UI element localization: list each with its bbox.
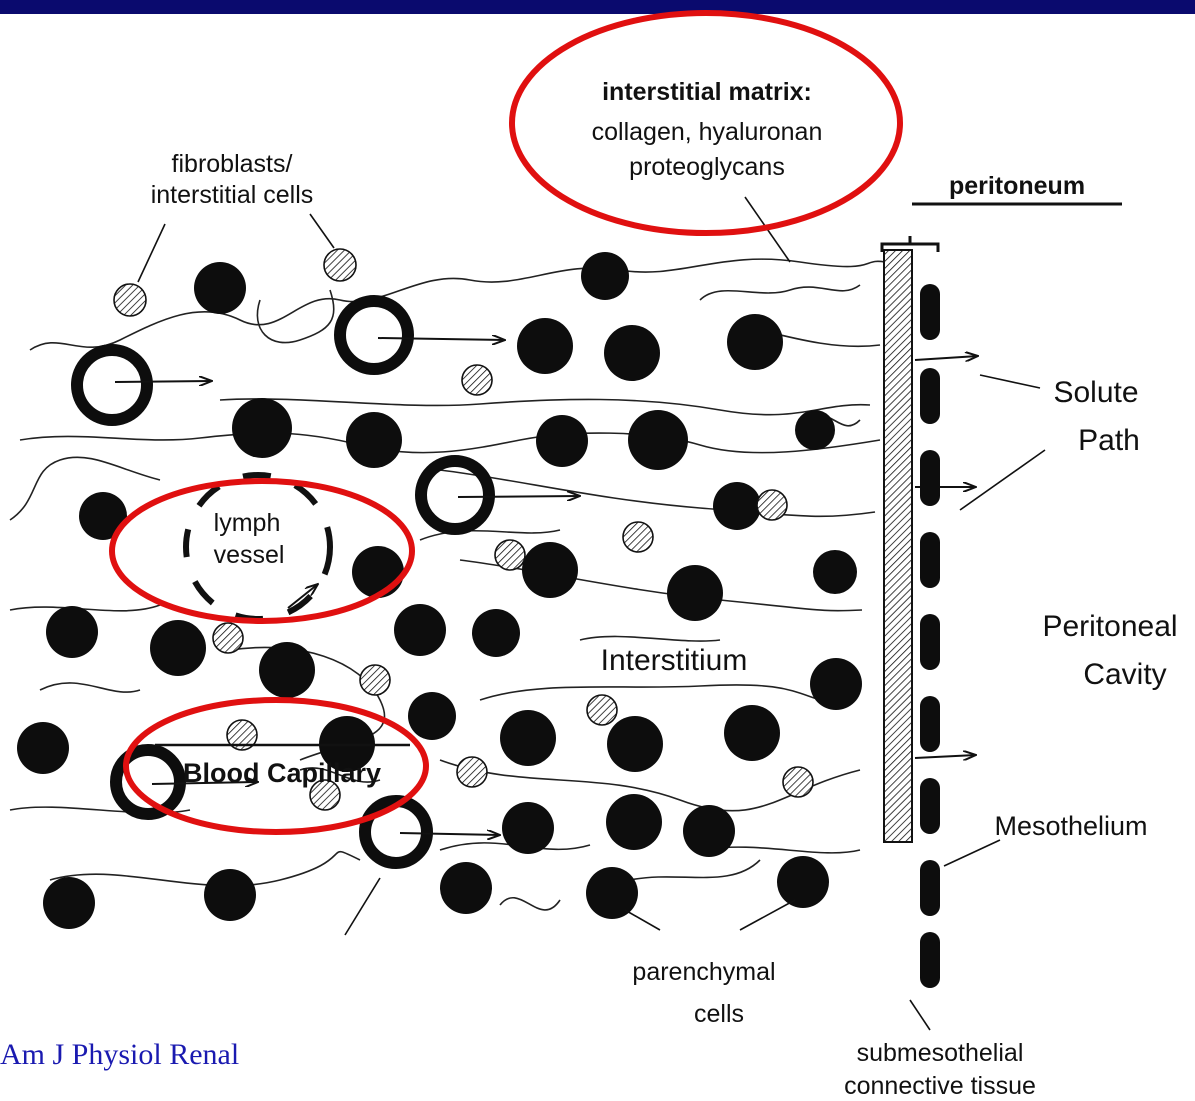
fibroblasts-label-line1: fibroblasts/ xyxy=(172,150,293,178)
peritoneum-label: peritoneum xyxy=(949,172,1085,200)
mesothelium-cells xyxy=(920,284,940,988)
lymph-vessel-label-line1: lymph xyxy=(214,509,281,537)
matrix-label-line2: collagen, hyaluronan xyxy=(592,118,823,146)
lymph-vessel-label-line2: vessel xyxy=(214,541,285,569)
parenchymal-cells xyxy=(17,252,862,929)
parenchymal-cells-label-line1: parenchymal xyxy=(632,958,775,986)
fibroblasts-label-line2: interstitial cells xyxy=(151,181,314,209)
solute-path-label-line2: Path xyxy=(1078,424,1140,457)
peritoneal-cavity-label-line1: Peritoneal xyxy=(1042,610,1177,643)
submesothelial-strip xyxy=(884,250,912,842)
matrix-label-line1: interstitial matrix: xyxy=(602,78,812,106)
peritoneal-cavity-label-line2: Cavity xyxy=(1083,658,1166,691)
interstitium-label: Interstitium xyxy=(601,644,748,677)
parenchymal-cells-label-line2: cells xyxy=(694,1000,744,1028)
peritoneum-bracket xyxy=(882,204,1122,252)
source-citation: Am J Physiol Renal xyxy=(0,1038,239,1071)
labels: fibroblasts/ interstitial cells intersti… xyxy=(0,78,1178,1100)
mesothelium-label: Mesothelium xyxy=(994,811,1147,841)
submesothelial-label-line2: connective tissue xyxy=(844,1072,1036,1100)
blood-capillary-label: Blood Capillary xyxy=(183,758,381,788)
matrix-label-line3: proteoglycans xyxy=(629,153,785,181)
solute-path-label-line1: Solute xyxy=(1053,376,1138,409)
submesothelial-label-line1: submesothelial xyxy=(857,1039,1024,1067)
